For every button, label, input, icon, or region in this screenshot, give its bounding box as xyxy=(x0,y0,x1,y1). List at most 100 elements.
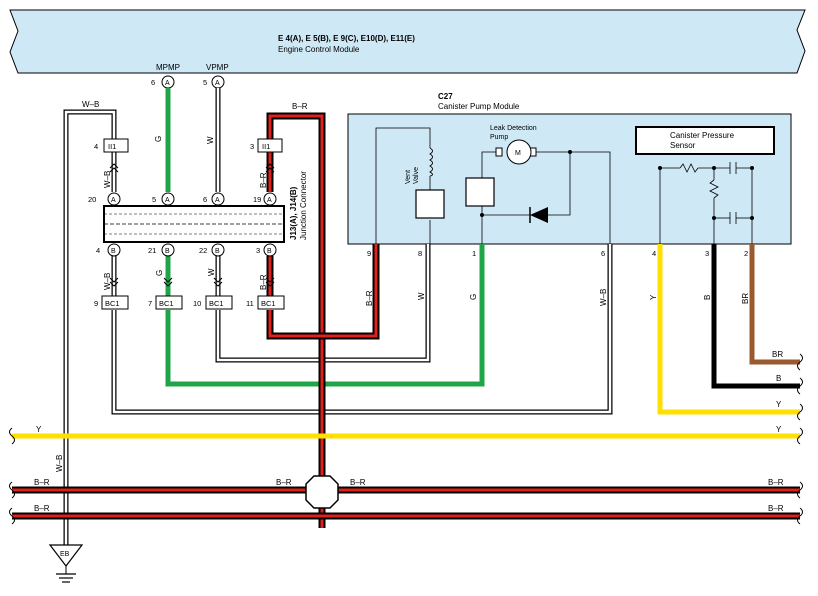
vent-valve-label-2: Valve xyxy=(413,167,420,184)
connector-bc1: BC1 9 BC1 7 BC1 10 BC1 11 xyxy=(94,295,285,310)
junction-top-pin-19: 19 xyxy=(253,195,261,204)
ecm-pin-vpmp-label: VPMP xyxy=(206,63,229,72)
vent-valve-box xyxy=(415,189,445,219)
junction-bottom-pin-21: 21 xyxy=(148,246,156,255)
label-green-pump: G xyxy=(469,294,478,300)
label-yellow-right: Y xyxy=(776,400,782,409)
pump-pin-1: 1 xyxy=(472,249,476,258)
ii1-left-pin: 4 xyxy=(94,142,98,151)
connector-ii1: II1 4 II1 3 xyxy=(94,138,283,153)
junction-bottom-pin-4: 4 xyxy=(96,246,100,255)
wire-black xyxy=(711,244,800,389)
junction-top-pin-6: 6 xyxy=(203,195,207,204)
junction-top-conn-2: A xyxy=(165,197,170,204)
pump-pin-4: 4 xyxy=(652,249,656,258)
label-brown-right: BR xyxy=(772,350,783,359)
label-black-right: B xyxy=(776,374,781,383)
label-br-bus1-left: B–R xyxy=(34,478,50,487)
label-yellow-bus-right: Y xyxy=(776,425,782,434)
canister-pump-module: C27 Canister Pump Module Vent Valve Leak… xyxy=(347,92,792,258)
label-wb-pump: W–B xyxy=(599,289,608,306)
leak-pump-label-1: Leak Detection xyxy=(490,125,537,132)
bc1-pin-11: 11 xyxy=(246,299,254,308)
junction-top-pin-20: 20 xyxy=(88,195,96,204)
ecm-pin-mpmp-conn: A xyxy=(165,80,170,87)
label-br-bus1-end: B–R xyxy=(768,478,784,487)
junction-label-2: Junction Connector xyxy=(299,171,308,240)
ecm-pin-mpmp-number: 6 xyxy=(151,78,155,87)
label-br-lower: B–R xyxy=(259,274,268,290)
label-br-pump: B–R xyxy=(365,290,374,306)
junction-bottom-conn-1: B xyxy=(111,248,116,255)
pump-pin-6: 6 xyxy=(601,249,605,258)
label-br-upper: B–R xyxy=(259,172,268,188)
junction-label-1: J13(A), J14(B) xyxy=(289,186,298,240)
label-wb-lower: W–B xyxy=(103,273,112,290)
bc1-label-2: BC1 xyxy=(159,299,174,308)
wire-wb-ground xyxy=(63,109,117,545)
ground-label: EB xyxy=(60,551,70,558)
pump-pin-8: 8 xyxy=(418,249,422,258)
pump-pin-9: 9 xyxy=(367,249,371,258)
ecm-connectors: E 4(A), E 5(B), E 9(C), E10(D), E11(E) xyxy=(278,34,415,43)
wire-wb-loop xyxy=(111,244,613,415)
sensor-label-1: Canister Pressure xyxy=(670,131,735,140)
wire-yellow xyxy=(12,244,800,439)
chevron-icons xyxy=(109,163,275,287)
motor-symbol: M xyxy=(515,150,521,157)
junction-top-conn-1: A xyxy=(111,197,116,204)
ground-eb: EB xyxy=(48,544,84,583)
wire-brown xyxy=(749,244,800,365)
junction-bottom-conn-4: B xyxy=(267,248,272,255)
label-br-bus1-mid: B–R xyxy=(276,478,292,487)
ii1-left-label: II1 xyxy=(108,142,116,151)
label-wb-ground: W–B xyxy=(55,455,64,472)
bc1-label-1: BC1 xyxy=(105,299,120,308)
ecm-pin-mpmp: MPMP 6 A xyxy=(151,63,180,89)
bc1-pin-7: 7 xyxy=(148,299,152,308)
wire-labels: W–B B–R G W W–B B–R W–B G W B–R B–R W G … xyxy=(34,100,784,513)
junction-top-conn-4: A xyxy=(267,197,272,204)
leak-detection-pump: Leak Detection Pump M xyxy=(465,125,572,223)
ecm-pin-vpmp-conn: A xyxy=(215,80,220,87)
label-brown-pump: BR xyxy=(741,293,750,304)
pump-pin-3: 3 xyxy=(705,249,709,258)
label-white-lower: W xyxy=(207,268,216,276)
bc1-pin-10: 10 xyxy=(193,299,201,308)
label-br-bus2-end: B–R xyxy=(768,504,784,513)
label-br-bus1-right: B–R xyxy=(350,478,366,487)
ecm-pin-mpmp-label: MPMP xyxy=(156,63,180,72)
junction-bottom-conn-2: B xyxy=(165,248,170,255)
splice-point xyxy=(305,475,339,509)
label-green-lower: G xyxy=(155,270,164,276)
label-yellow-pump: Y xyxy=(649,294,658,300)
junction-bottom-pin-3: 3 xyxy=(256,246,260,255)
sensor-label-2: Sensor xyxy=(670,141,696,150)
vent-valve-label-1: Vent xyxy=(405,170,412,184)
label-black-pump: B xyxy=(703,295,712,300)
label-br-top: B–R xyxy=(292,102,308,111)
label-green-upper: G xyxy=(154,136,163,142)
junction-top-pin-5: 5 xyxy=(152,195,156,204)
ground-triangle-icon xyxy=(48,544,84,567)
motor-icon xyxy=(506,139,532,165)
junction-bottom-pin-22: 22 xyxy=(199,246,207,255)
ecm-name: Engine Control Module xyxy=(278,45,360,54)
junction-connector: J13(A), J14(B) Junction Connector 20 A 5… xyxy=(88,171,308,257)
diode-icon xyxy=(530,207,548,223)
ecm-pin-vpmp: VPMP 5 A xyxy=(203,63,229,89)
ii1-right-pin: 3 xyxy=(250,142,254,151)
label-wb-upper: W–B xyxy=(103,171,112,188)
label-yellow-bus-left: Y xyxy=(36,425,42,434)
bc1-label-3: BC1 xyxy=(209,299,224,308)
junction-top-conn-3: A xyxy=(215,197,220,204)
label-white-pump: W xyxy=(417,292,426,300)
junction-bottom-conn-3: B xyxy=(215,248,220,255)
label-br-bus2-left: B–R xyxy=(34,504,50,513)
ecm-pin-vpmp-number: 5 xyxy=(203,78,207,87)
pump-module-pins: 9 8 1 6 4 3 2 xyxy=(367,249,748,258)
break-marks xyxy=(9,353,803,525)
pump-pin-2: 2 xyxy=(744,249,748,258)
